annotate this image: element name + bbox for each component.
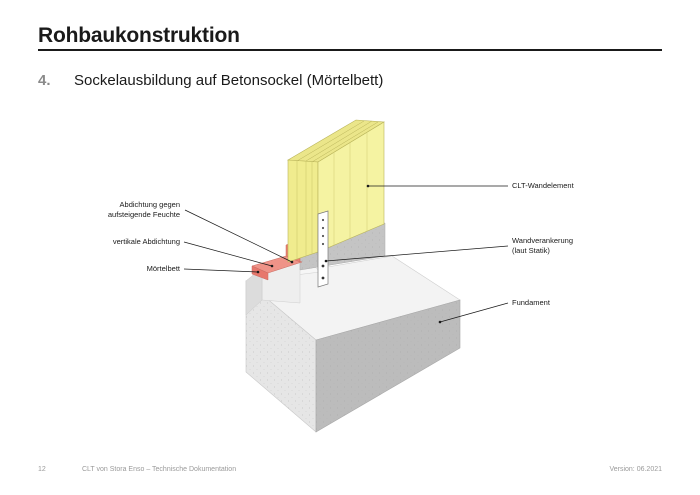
leader-lines <box>183 185 509 323</box>
anchor-hole <box>321 242 325 246</box>
foundation-block <box>245 255 461 433</box>
anchor-bolt <box>321 276 325 280</box>
clt-side-face <box>287 159 319 263</box>
leader-wandverankerung <box>325 245 509 262</box>
leader-fundament <box>439 302 509 323</box>
label-line: Wandverankerung <box>512 236 574 245</box>
clt-layer-line <box>311 121 379 163</box>
foundation-left-texture <box>246 281 316 432</box>
footer-document-title: CLT von Stora Enso – Technische Dokument… <box>82 466 237 473</box>
label-vertikale-abdichtung: vertikale Abdichtung <box>112 237 180 246</box>
anchor-hole <box>321 234 325 238</box>
leader-moertelbett <box>183 268 259 273</box>
section-number: 4. <box>38 72 51 89</box>
leader-dot <box>256 270 260 274</box>
label-line: aufsteigende Feuchte <box>107 210 180 219</box>
label-abdichtung-feuchte: Abdichtung gegen aufsteigende Feuchte <box>108 200 180 220</box>
anchor-plate <box>317 210 329 288</box>
anchor-bolt <box>321 264 325 268</box>
clt-layer-line <box>296 120 365 162</box>
label-line: (laut Statik) <box>512 246 550 255</box>
foundation-right-texture <box>316 300 460 432</box>
anchor-hole <box>321 226 325 230</box>
label-fundament: Fundament <box>512 298 550 307</box>
leader-dot <box>290 260 294 264</box>
footer-page-number: 12 <box>38 466 46 473</box>
title-divider <box>38 49 662 51</box>
leader-dot <box>366 184 370 188</box>
page-title: Rohbaukonstruktion <box>38 24 240 47</box>
leader-endpoints <box>256 184 442 324</box>
leader-dot <box>270 264 274 268</box>
leader-vertikale-abdichtung <box>183 241 273 267</box>
footer-version: Version: 06.2021 <box>609 466 662 473</box>
clt-wall-element <box>287 119 385 263</box>
section-title: Sockelausbildung auf Betonsockel (Mörtel… <box>74 72 384 89</box>
anchor-hole <box>321 218 325 222</box>
wall-anchor <box>317 210 329 288</box>
mortar-bed <box>251 265 269 281</box>
label-line: Abdichtung gegen <box>119 200 180 209</box>
label-moertelbett: Mörtelbett <box>146 264 180 273</box>
label-clt-wandelement: CLT-Wandelement <box>512 181 574 190</box>
leader-dot <box>324 259 328 263</box>
leader-abdichtung <box>184 209 293 263</box>
clt-layer-line <box>305 120 373 162</box>
label-wandverankerung: Wandverankerung (laut Statik) <box>512 236 573 256</box>
leader-dot <box>438 320 442 324</box>
